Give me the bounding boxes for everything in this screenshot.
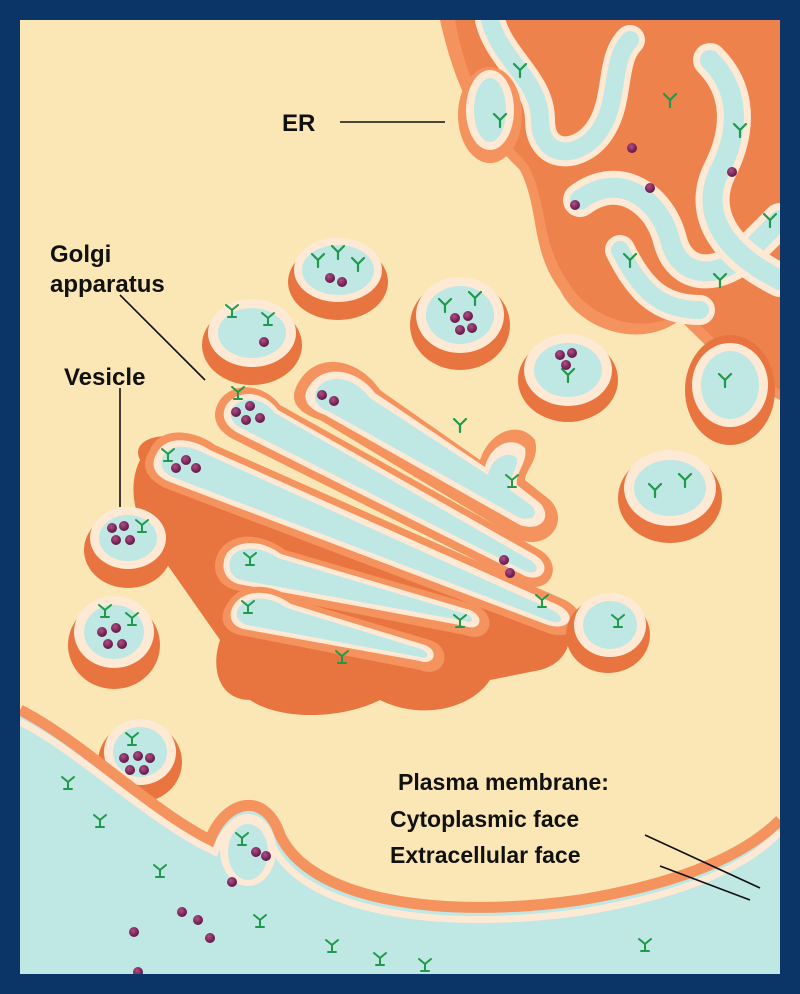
cytoplasmic-face-label: Cytoplasmic face: [390, 806, 579, 832]
diagram-canvas: ER Golgi apparatus Vesicle Plasma membra…: [20, 20, 780, 974]
golgi-label-line1: Golgi: [50, 241, 111, 268]
extracellular-face-label: Extracellular face: [390, 842, 581, 868]
er-label: ER: [282, 110, 315, 137]
plasma-membrane-label: Plasma membrane:: [398, 769, 609, 795]
golgi-label-line2: apparatus: [50, 271, 165, 298]
cell-diagram: ER Golgi apparatus Vesicle Plasma membra…: [20, 20, 780, 974]
vesicle-label: Vesicle: [64, 364, 145, 391]
